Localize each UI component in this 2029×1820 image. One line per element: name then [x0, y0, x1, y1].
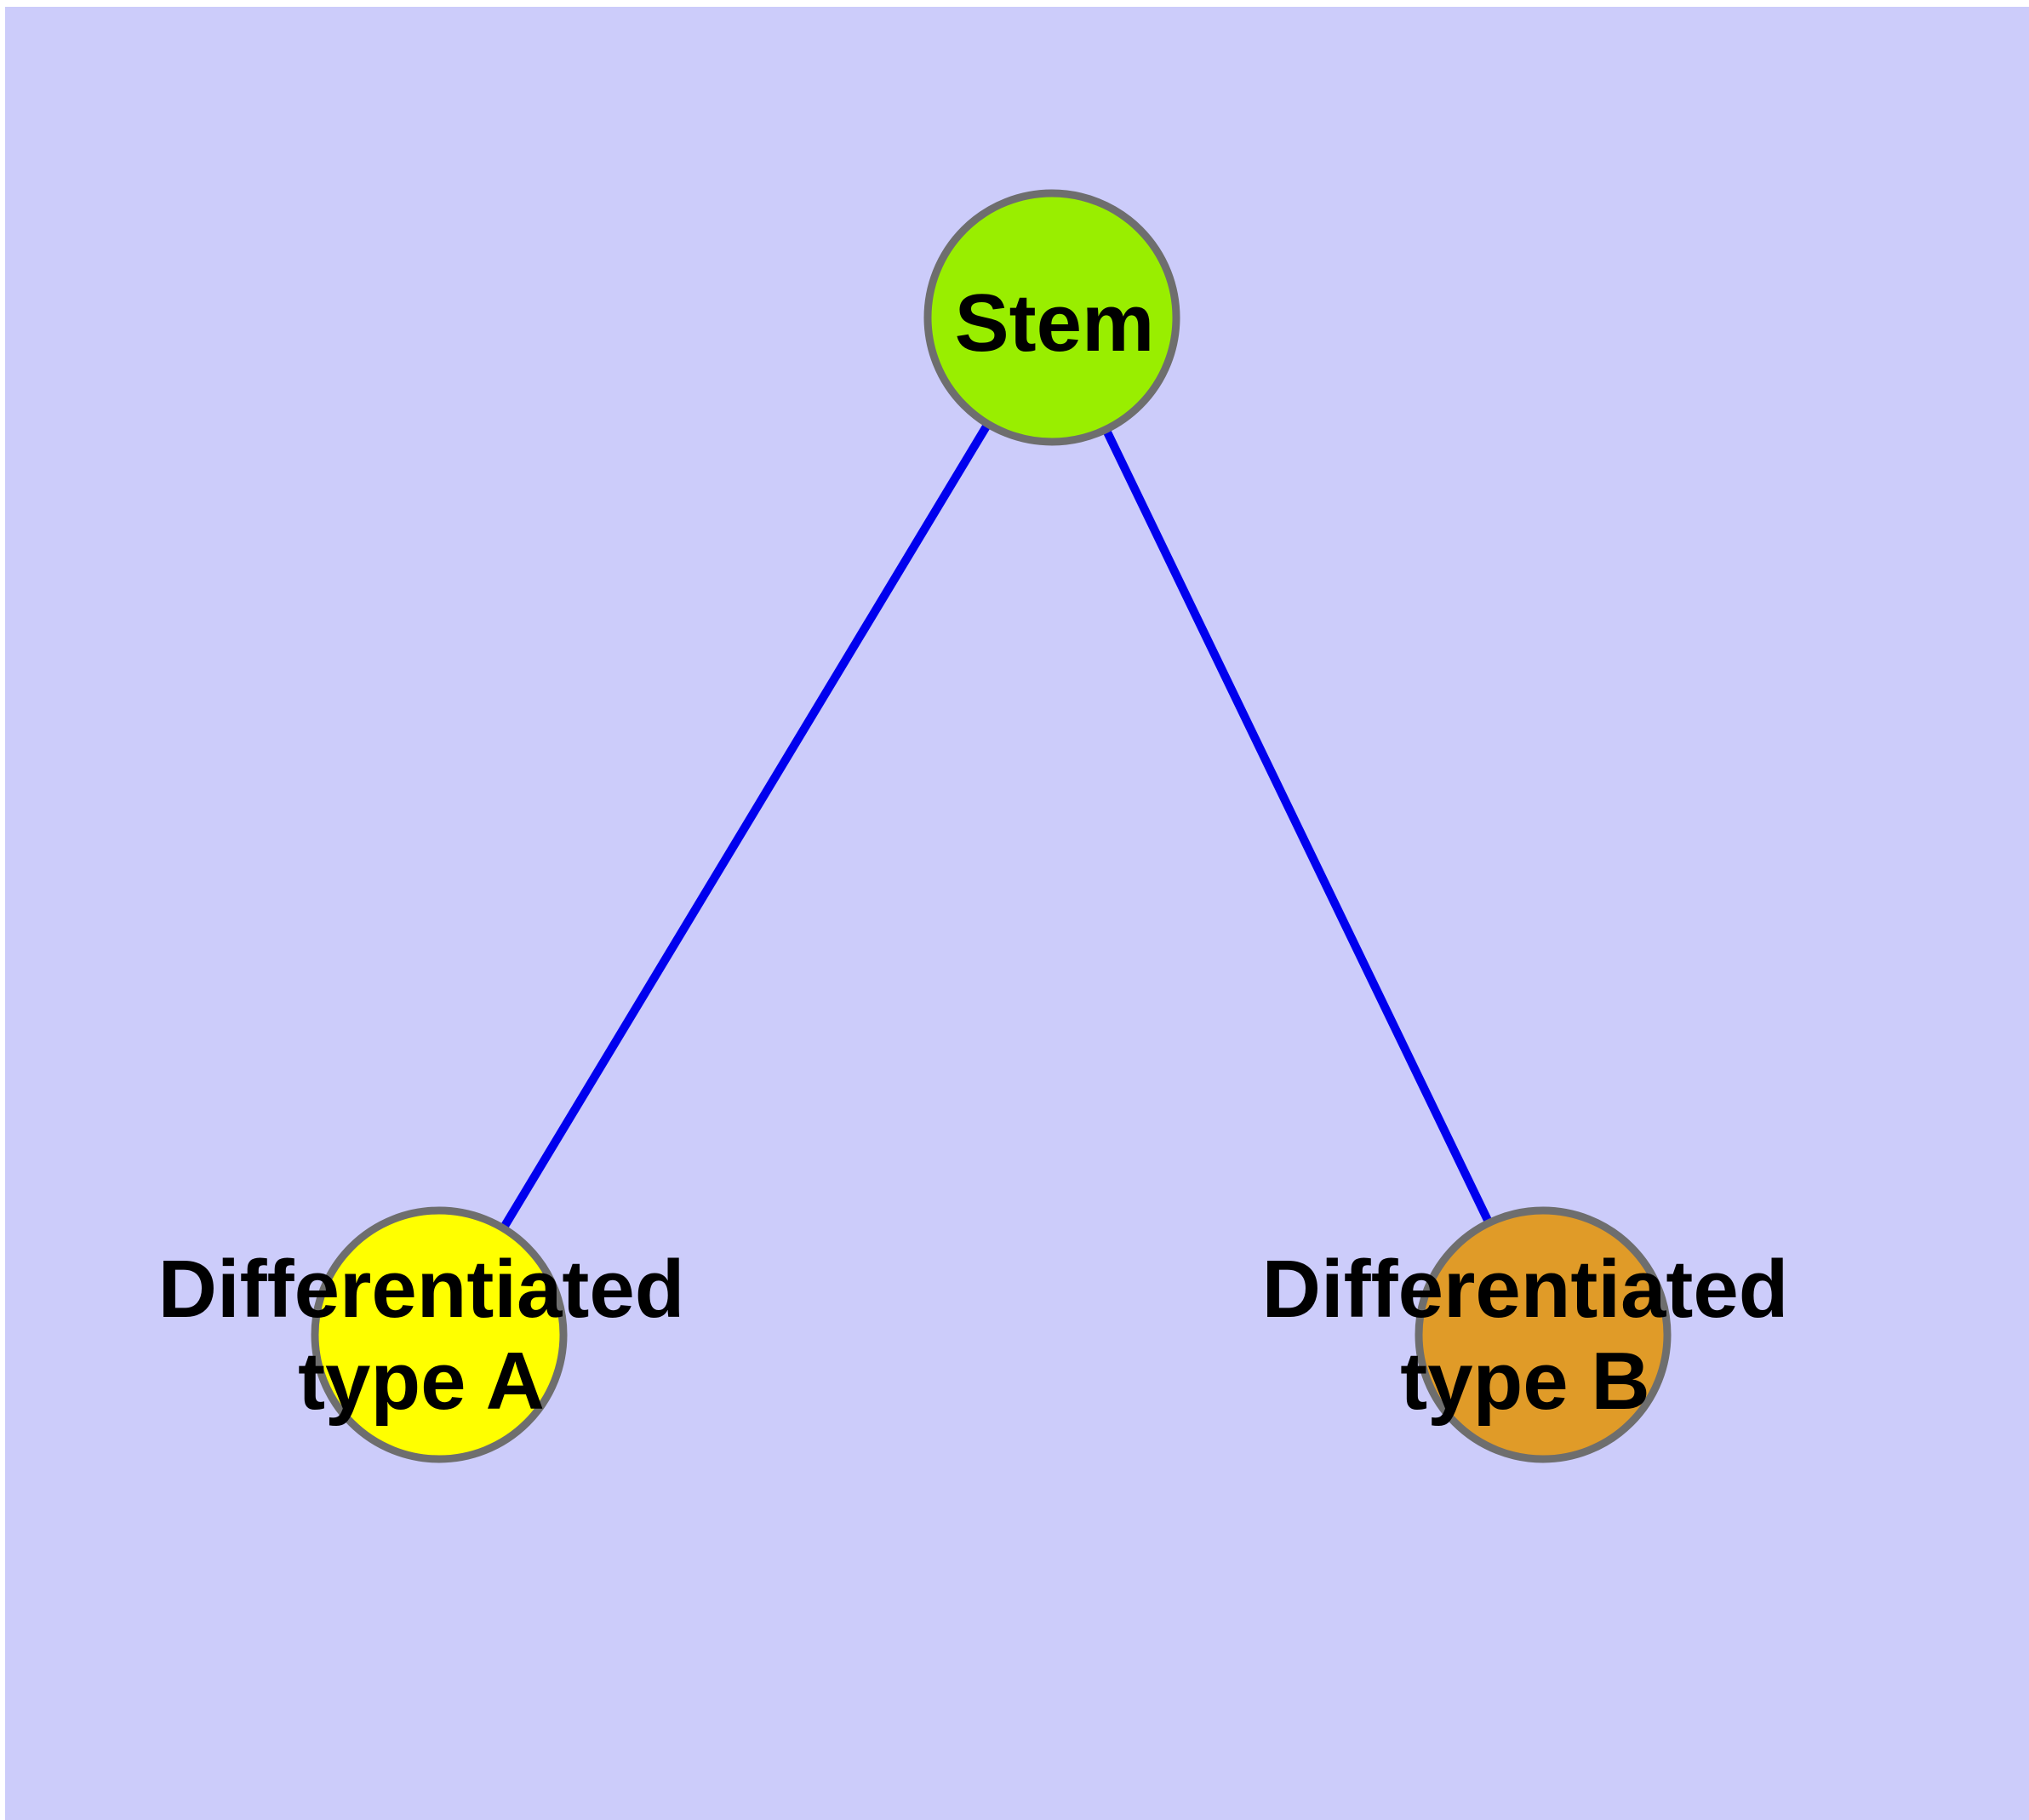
node-circle-differentiated-type-b[interactable]: [1415, 1206, 1672, 1463]
edge-layer: [499, 420, 1494, 1233]
node-label-stem: Stem: [955, 278, 1155, 369]
node-circle-differentiated-type-a[interactable]: [311, 1206, 568, 1463]
node-label-line: Differentiated: [1262, 1244, 1789, 1335]
node-label-line: Stem: [955, 278, 1155, 369]
node-layer: [311, 189, 1672, 1463]
edge-stem-to-differentiated-type-b[interactable]: [1101, 426, 1494, 1227]
node-stem[interactable]: [923, 189, 1180, 446]
node-label-line: Differentiated: [158, 1244, 685, 1335]
node-circle-stem[interactable]: [923, 189, 1180, 446]
node-label-line: type A: [298, 1336, 545, 1427]
node-label-line: type B: [1400, 1336, 1649, 1427]
node-differentiated-type-b[interactable]: [1415, 1206, 1672, 1463]
node-differentiated-type-a[interactable]: [311, 1206, 568, 1463]
edge-stem-to-differentiated-type-a[interactable]: [499, 420, 992, 1233]
